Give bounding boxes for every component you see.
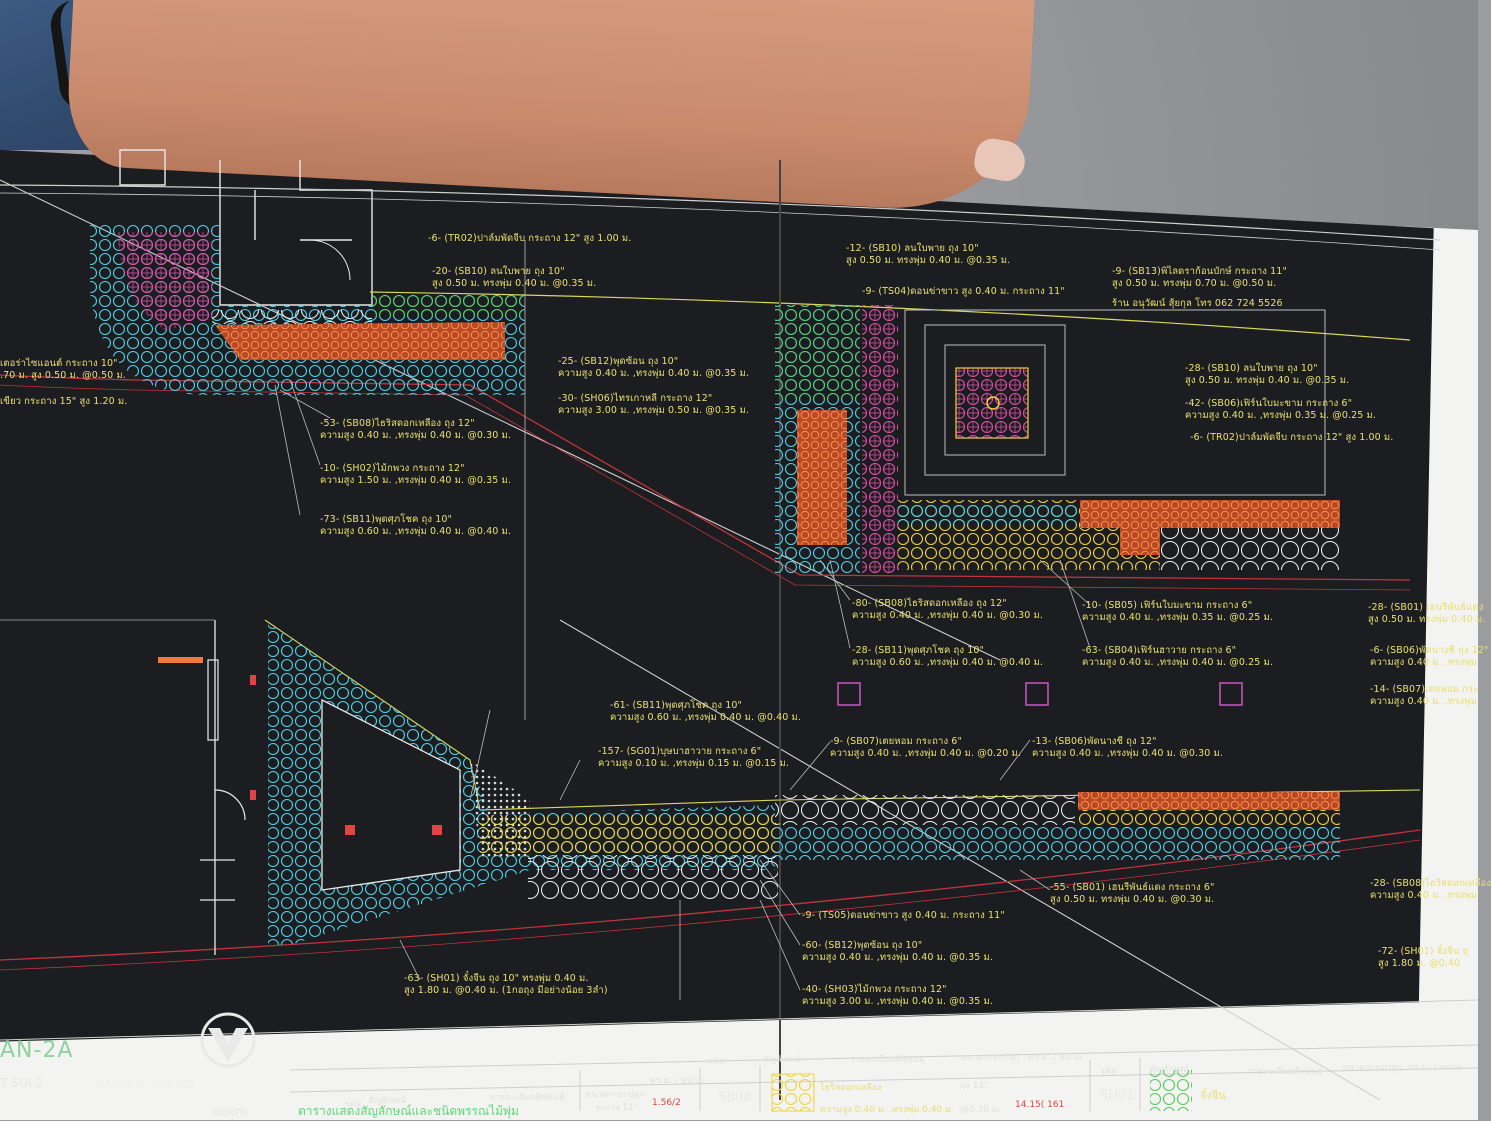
bed-white-right-circles	[1160, 528, 1340, 570]
code-sh01: SH01	[1100, 1088, 1135, 1103]
bed-cyan-long	[775, 825, 1340, 860]
label-sb06-a: -42- (SB06)เฟิร์นใบมะขาม กระถาง 6"ความสู…	[1185, 398, 1377, 421]
label-sb04: -63- (SB04)เฟิร์นฮาวาย กระถาง 6"ความสูง …	[1082, 645, 1274, 668]
legend-swatch-yellow	[771, 1073, 815, 1112]
label-sb10-b: -12- (SB10) ลนใบพาย ถุง 10"สูง 0.50 ม. ท…	[846, 243, 1011, 266]
label-sb11-a: -73- (SB11)พุดศุภโชค ถุง 10"ความสูง 0.60…	[320, 514, 512, 537]
label-ts04: -9- (TS04)ดอนข่าขาว สูง 0.40 ม. กระถาง 1…	[862, 286, 1065, 297]
label-sb07: -9- (SB07)เตยหอม กระถาง 6"ความสูง 0.40 ม…	[830, 736, 1022, 759]
label-tr02-top: -6- (TR02)ปาล์มพัดจีบ กระถาง 12" สูง 1.0…	[428, 233, 632, 244]
header-code-left: รหัส	[345, 1100, 362, 1110]
bed-cyan-right-strip	[898, 505, 1078, 525]
row-sb08-area: 14.15( 161	[1015, 1100, 1065, 1110]
label-sb07-r: -14- (SB07)เตยหอม กระความสูง 0.40 ม. ,ทร…	[1370, 684, 1479, 707]
header-symbol-mid: สัญลักษณ์	[763, 1055, 802, 1065]
bed-yellow-long	[1078, 810, 1340, 828]
legend-title: ตารางแสดงสัญลักษณ์และชนิดพรรณไม้พุ่ม	[298, 1104, 519, 1118]
bed-white-long	[775, 795, 1075, 825]
sheet-code: AN-2A	[0, 1038, 74, 1063]
label-sb11-b: -28- (SB11)พุดศุภโชค ถุง 10"ความสูง 0.60…	[852, 645, 1044, 668]
label-sh01-r: -72- (SH01) จั๋งจีน ถุสูง 1.80 ม. @0.40	[1378, 946, 1469, 969]
header-detail-left: รายละเอียดพืชพันธุ์	[490, 1093, 565, 1103]
row-left-size: ระถาง 11"	[595, 1103, 639, 1113]
label-sh02: -10- (SH02)ไม้กพวง กระถาง 12"ความสูง 1.5…	[320, 463, 512, 486]
bed-orange-right-col	[797, 410, 847, 545]
label-sb06-r: -6- (SB06)พัดนางชี ถุง 12"ความสูง 0.40 ม…	[1370, 645, 1489, 668]
header-area-right: ตร.ม. / หน่วย	[1408, 1063, 1462, 1073]
courtyard-tree	[986, 396, 1000, 410]
north-label: NORTH	[212, 1108, 248, 1119]
header-area-mid: ตร.ม. / หน่วย	[1028, 1053, 1082, 1063]
label-sb12-b: -60- (SB12)พุดซ้อน ถุง 10"ความสูง 0.40 ม…	[802, 940, 994, 963]
header-code-right: รหัส	[1100, 1067, 1117, 1077]
header-detail-right: รายละเอียดพืชพันธุ์	[1248, 1067, 1323, 1077]
orange-gate	[158, 657, 203, 663]
label-sb13: -9- (SB13)พิไลดราก้อนบักษ์ กระถาง 11"สูง…	[1112, 266, 1287, 289]
header-area-left: ตร.ม. / หน่วย	[650, 1076, 704, 1086]
header-spacing-mid: ขนาดระยะปลูก	[960, 1053, 1020, 1063]
bed-pink-right-col	[862, 305, 898, 575]
row-sh01-name: จั๋งจีน	[1200, 1089, 1226, 1102]
label-sb08-a: -53- (SB08)ไธริสดอกเหลือง ถุง 12"ความสูง…	[320, 418, 512, 441]
label-sb08-b: -80- (SB08)ไธริสดอกเหลือง ถุง 12"ความสูง…	[852, 598, 1044, 621]
label-sh01: -63- (SH01) จั๋งจีน ถุง 10" ทรงพุ่ม 0.40…	[404, 973, 608, 996]
bed-lower-inner	[321, 698, 461, 891]
bed-yellow-lower	[480, 815, 780, 855]
header-symbol-right: สัญลักษณ์	[1150, 1065, 1189, 1075]
bed-orange-long	[1078, 792, 1340, 810]
label-sg01: -157- (SG01)บุษบาฮาวาย กระถาง 6"ความสูง …	[598, 746, 790, 769]
header-detail-mid: รายละเอียดพืชพันธุ์	[850, 1055, 925, 1065]
square-planters	[837, 682, 1243, 706]
bed-orange-small	[1120, 525, 1160, 555]
left-wall-details	[200, 659, 246, 901]
label-left-2: เขียว กระถาง 15" สูง 1.20 ม.	[0, 396, 128, 407]
label-sb10-c: -28- (SB10) ลนใบพาย ถุง 10"สูง 0.50 ม. ท…	[1185, 363, 1350, 386]
header-symbol-left: สัญลักษณ์	[368, 1096, 407, 1106]
label-sb11-c: -61- (SB11)พุดศุภโชค ถุง 10"ความสูง 0.60…	[610, 700, 802, 723]
row-sb08-size: ถุง 12"	[960, 1081, 989, 1091]
row-sb08-spacing: @0.30 ม.	[960, 1105, 1001, 1115]
label-sb10-top: -20- (SB10) ลนใบพาย ถุง 10"สูง 0.50 ม. ท…	[432, 266, 597, 289]
row-left-area: 1.56/2	[652, 1098, 681, 1108]
courtyard	[904, 309, 1326, 496]
label-sb05: -10- (SB05) เฟิร์นใบมะขาม กระถาง 6"ความส…	[1082, 600, 1274, 623]
bed-green-right-top	[775, 305, 860, 400]
north-symbol-icon	[200, 1012, 256, 1068]
bed-green-strip	[372, 296, 522, 316]
scale-text: SCALE 1:125	[95, 1076, 195, 1092]
label-tr02-b: -6- (TR02)ปาล์มพัดจีบ กระถาง 12" สูง 1.0…	[1190, 432, 1394, 443]
bed-white-lower	[528, 855, 778, 900]
red-markers	[250, 675, 442, 835]
sheet-subtitle: T SOI 2	[0, 1076, 44, 1090]
label-shop: ร้าน อนุวัฒน์ สุ้ยกุล โทร 062 724 5526	[1112, 298, 1283, 309]
legend-swatch-green	[1150, 1070, 1192, 1111]
header-spacing-left: ขนาดระยะปลูก	[585, 1090, 645, 1100]
label-ts05: -9- (TS05)ดอนข่าขาว สูง 0.40 ม. กระถาง 1…	[802, 910, 1005, 921]
code-sb08: SB08	[718, 1090, 752, 1105]
label-sb01-r: -28- (SB01) เฮนรีพันธ์แดงสูง 0.50 ม. ทรง…	[1368, 602, 1486, 625]
label-sb01: -55- (SB01) เฮนรีพันธ์แดง กระถาง 6"สูง 0…	[1050, 882, 1215, 905]
bed-orange-topleft	[215, 322, 505, 360]
courtyard-planter	[955, 367, 1029, 439]
header-code-mid: รหัส	[708, 1057, 725, 1067]
label-sb06-b: -13- (SB06)พัดนางชี ถุง 12"ความสูง 0.40 …	[1032, 736, 1224, 759]
row-sb08-name: ไธริสดอกเหลือง	[820, 1083, 882, 1093]
title-block: AN-2A T SOI 2 SCALE 1:125 NORTH ตารางแสด…	[0, 1030, 1478, 1120]
label-sh06: -30- (SH06)ไทรเกาหลี กระถาง 12"ความสูง 3…	[558, 393, 750, 416]
row-sb08-detail: ความสูง 0.40 ม. ,ทรงพุ่ม 0.40 ม.	[820, 1105, 954, 1115]
header-spacing-right: ขนาดระยะปลูก	[1342, 1063, 1402, 1073]
label-sh03: -40- (SH03)ไม้กพวง กระถาง 12"ความสูง 3.0…	[802, 984, 994, 1007]
bed-orange-right	[1080, 500, 1340, 528]
bed-pink-topleft	[118, 232, 212, 330]
label-sb08-r: -28- (SB08)ไธริสดอกเหลืองความสูง 0.40 ม.…	[1370, 878, 1491, 901]
leader-lines	[274, 240, 1091, 1000]
label-left-1: เตอร่าไซแอนต์ กระถาง 10".70 ม. สูง 0.50 …	[0, 358, 126, 381]
bed-white-row	[212, 310, 372, 324]
label-sb12-a: -25- (SB12)พุดซ้อน ถุง 10"ความสูง 0.40 ม…	[558, 356, 750, 379]
